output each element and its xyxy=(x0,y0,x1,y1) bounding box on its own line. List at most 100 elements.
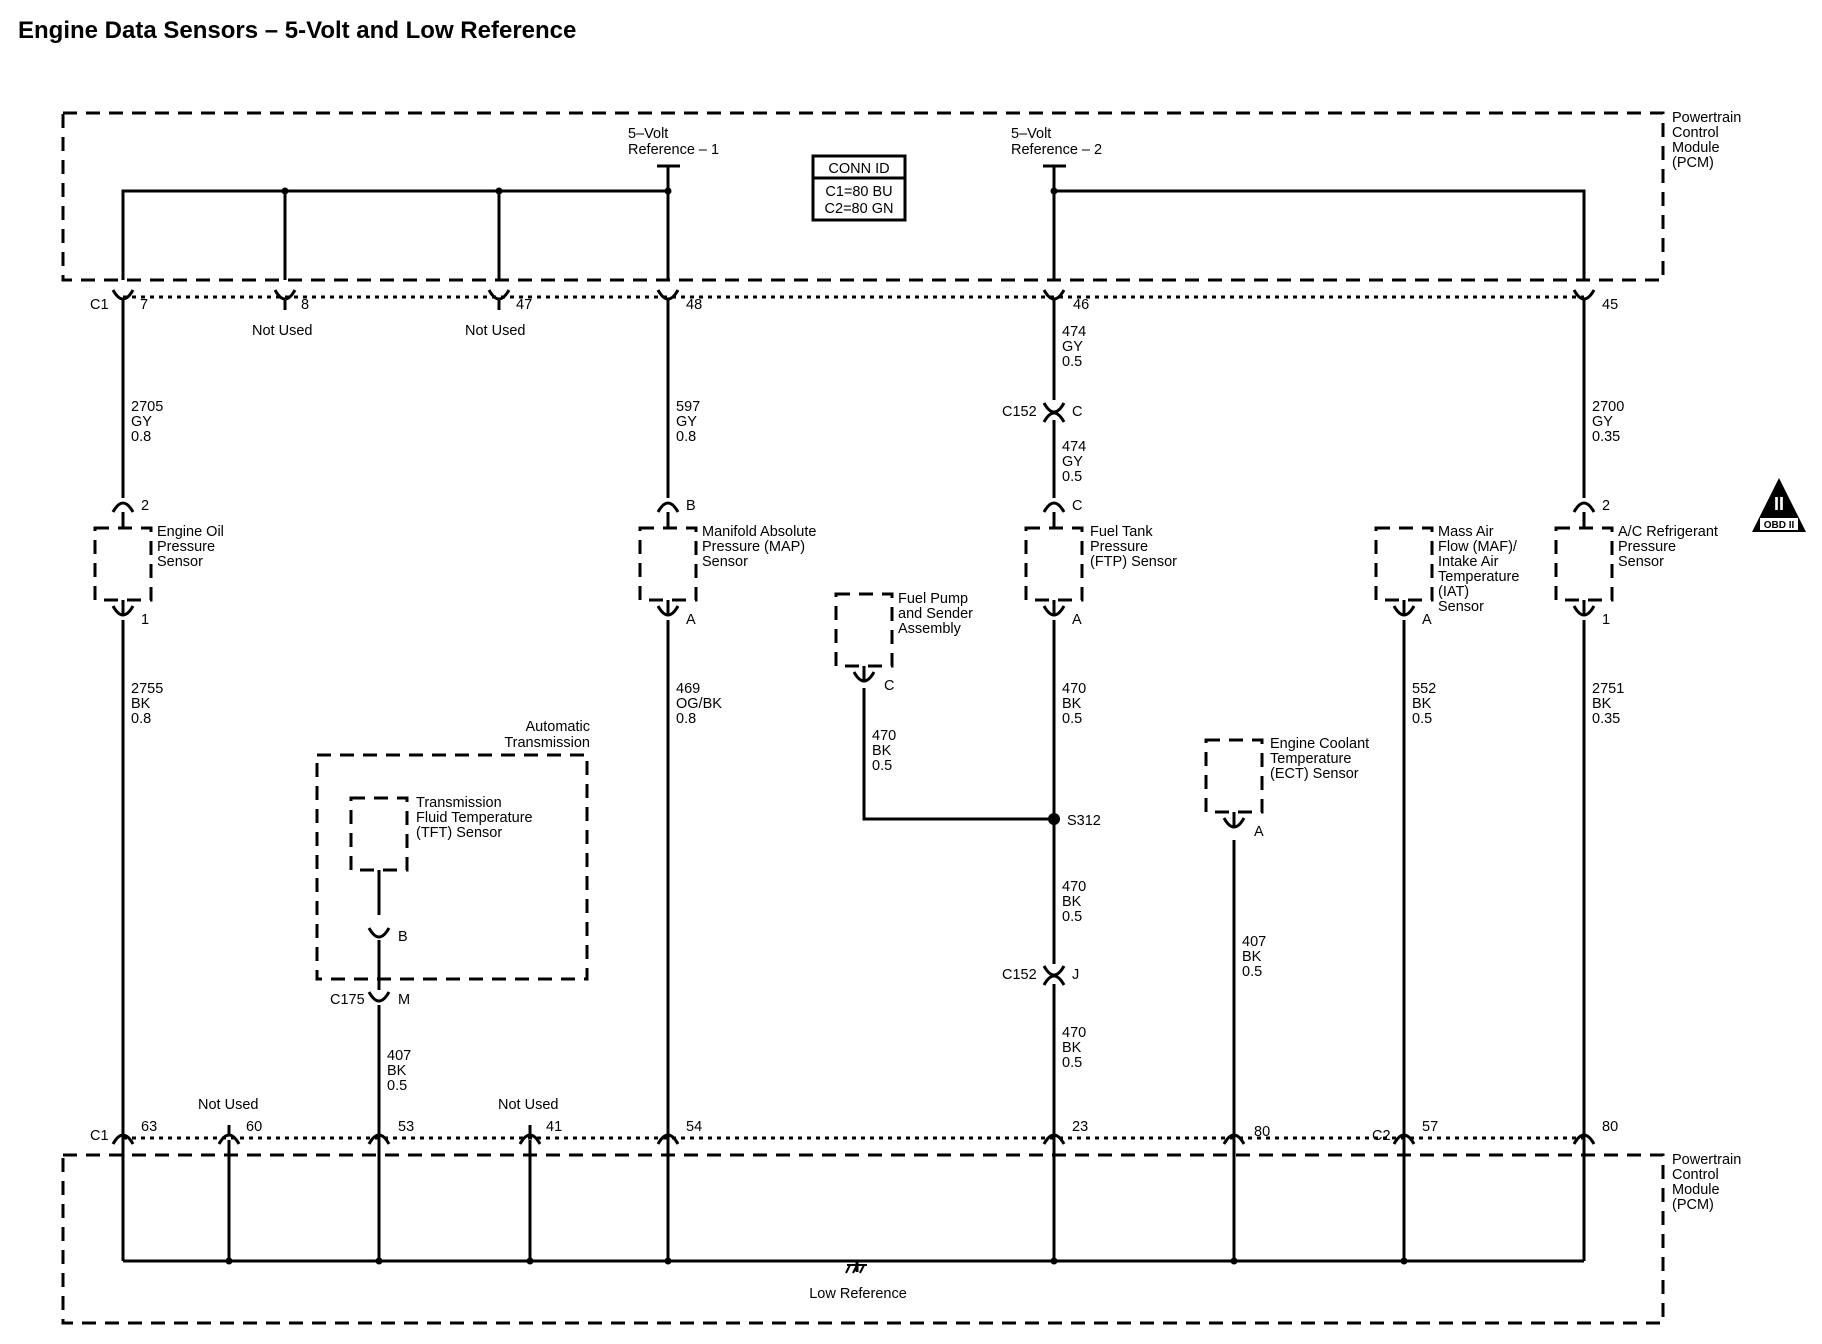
svg-text:2: 2 xyxy=(1602,498,1610,514)
top-pin-45: 45 xyxy=(1572,289,1618,313)
svg-text:Sensor: Sensor xyxy=(1438,599,1484,615)
fuel-pump-sender-assembly: C Fuel Pump and Sender Assembly xyxy=(834,591,973,694)
not-used-label: Not Used xyxy=(465,323,525,339)
svg-text:BK: BK xyxy=(1592,696,1612,712)
svg-text:Powertrain: Powertrain xyxy=(1672,110,1741,126)
ftp-sensor: C A Fuel Tank Pressure (FTP) Sensor xyxy=(1024,498,1177,628)
svg-text:Automatic: Automatic xyxy=(526,719,590,735)
svg-text:M: M xyxy=(398,992,410,1008)
not-used-label: Not Used xyxy=(498,1097,558,1113)
automatic-transmission: Automatic Transmission xyxy=(315,719,590,981)
svg-text:BK: BK xyxy=(872,743,892,759)
svg-text:Transmission: Transmission xyxy=(504,735,590,751)
wire-label-tft: 407 BK 0.5 xyxy=(387,1048,411,1094)
svg-text:OBD II: OBD II xyxy=(1764,520,1795,531)
svg-text:A: A xyxy=(1072,612,1082,628)
svg-text:BK: BK xyxy=(1062,696,1082,712)
svg-text:Assembly: Assembly xyxy=(898,621,962,637)
conn-id-heading: CONN ID xyxy=(828,161,889,177)
bus-junction xyxy=(495,187,503,195)
svg-text:80: 80 xyxy=(1254,1124,1270,1140)
svg-text:Pressure: Pressure xyxy=(157,539,215,555)
svg-text:46: 46 xyxy=(1073,297,1089,313)
c152-pin-j: C152 J xyxy=(1002,965,1079,986)
ect-sensor: A Engine Coolant Temperature (ECT) Senso… xyxy=(1204,736,1369,840)
wire-label-map-top: 597 GY 0.8 xyxy=(676,399,700,445)
svg-text:(PCM): (PCM) xyxy=(1672,1197,1714,1213)
ac-refrigerant-pressure-sensor: 2 1 A/C Refrigerant Pressure Sensor xyxy=(1554,498,1718,628)
svg-text:GY: GY xyxy=(131,414,152,430)
svg-text:0.5: 0.5 xyxy=(1062,1055,1082,1071)
svg-text:(PCM): (PCM) xyxy=(1672,155,1714,171)
bottom-pin-54: 54 xyxy=(656,1119,702,1145)
svg-text:(ECT) Sensor: (ECT) Sensor xyxy=(1270,766,1359,782)
svg-text:8: 8 xyxy=(301,297,309,313)
svg-text:0.5: 0.5 xyxy=(1412,711,1432,727)
bottom-c1-label: C1 xyxy=(90,1128,109,1144)
wire-label-ftp-top1: 474 GY 0.5 xyxy=(1062,324,1086,370)
c152-pin-c: C152 C xyxy=(1002,402,1082,423)
page-title: Engine Data Sensors – 5-Volt and Low Ref… xyxy=(18,17,576,44)
wire-label-oil-bot: 2755 BK 0.8 xyxy=(131,681,163,727)
svg-text:0.35: 0.35 xyxy=(1592,711,1620,727)
svg-text:Pressure: Pressure xyxy=(1090,539,1148,555)
svg-text:2755: 2755 xyxy=(131,681,163,697)
wire-label-ac-bot: 2751 BK 0.35 xyxy=(1592,681,1624,727)
pcm-bottom-label: Powertrain Control Module (PCM) xyxy=(1672,1152,1741,1213)
wire-label-oil-top: 2705 GY 0.8 xyxy=(131,399,163,445)
svg-text:0.5: 0.5 xyxy=(1062,469,1082,485)
svg-text:C: C xyxy=(884,678,894,694)
svg-text:54: 54 xyxy=(686,1119,702,1135)
svg-text:BK: BK xyxy=(1062,1040,1082,1056)
svg-text:47: 47 xyxy=(516,297,532,313)
svg-text:Reference – 1: Reference – 1 xyxy=(628,142,719,158)
wire-label-maf: 552 BK 0.5 xyxy=(1412,681,1436,727)
svg-text:41: 41 xyxy=(546,1119,562,1135)
bottom-pin-53: 53 xyxy=(367,1119,414,1145)
wire-label-ac-top: 2700 GY 0.35 xyxy=(1592,399,1624,445)
svg-text:2751: 2751 xyxy=(1592,681,1624,697)
reference-1-label: 5–Volt Reference – 1 xyxy=(628,126,719,158)
svg-text:Transmission: Transmission xyxy=(416,795,502,811)
svg-text:Engine Oil: Engine Oil xyxy=(157,524,224,540)
svg-text:23: 23 xyxy=(1072,1119,1088,1135)
svg-text:Intake Air: Intake Air xyxy=(1438,554,1499,570)
svg-text:0.5: 0.5 xyxy=(1062,354,1082,370)
svg-text:and Sender: and Sender xyxy=(898,606,973,622)
svg-text:Control: Control xyxy=(1672,125,1719,141)
svg-text:Fluid Temperature: Fluid Temperature xyxy=(416,810,533,826)
svg-text:Powertrain: Powertrain xyxy=(1672,1152,1741,1168)
ref2-bus xyxy=(1052,166,1586,280)
svg-text:5–Volt: 5–Volt xyxy=(628,126,668,142)
svg-text:63: 63 xyxy=(141,1119,157,1135)
svg-text:2705: 2705 xyxy=(131,399,163,415)
bus-junction xyxy=(664,187,672,195)
wire-label-ftp-bot1: 470 BK 0.5 xyxy=(1062,681,1086,727)
maf-iat-sensor: A Mass Air Flow (MAF)/ Intake Air Temper… xyxy=(1374,524,1519,628)
bottom-pin-63: 63 xyxy=(111,1119,157,1145)
low-reference-bus xyxy=(121,1140,1586,1265)
svg-text:53: 53 xyxy=(398,1119,414,1135)
svg-text:Temperature: Temperature xyxy=(1438,569,1519,585)
svg-text:469: 469 xyxy=(676,681,700,697)
svg-text:Fuel Tank: Fuel Tank xyxy=(1090,524,1153,540)
wire-label-ftp-bot2: 470 BK 0.5 xyxy=(1062,879,1086,925)
svg-text:Engine Coolant: Engine Coolant xyxy=(1270,736,1369,752)
bottom-pin-23: 23 xyxy=(1042,1119,1088,1145)
svg-text:BK: BK xyxy=(1242,949,1262,965)
svg-text:Module: Module xyxy=(1672,140,1720,156)
svg-text:470: 470 xyxy=(1062,879,1086,895)
svg-text:GY: GY xyxy=(1062,454,1083,470)
bus-junction xyxy=(281,187,289,195)
svg-text:(IAT): (IAT) xyxy=(1438,584,1469,600)
pcm-bottom-box xyxy=(61,1153,1665,1325)
svg-text:Flow (MAF)/: Flow (MAF)/ xyxy=(1438,539,1518,555)
svg-text:B: B xyxy=(398,929,408,945)
svg-text:C152: C152 xyxy=(1002,404,1037,420)
wire-label-ftp-bot3: 470 BK 0.5 xyxy=(1062,1025,1086,1071)
svg-text:0.8: 0.8 xyxy=(131,711,151,727)
svg-text:407: 407 xyxy=(387,1048,411,1064)
bottom-pin-80-c2: 80 xyxy=(1572,1119,1618,1145)
svg-text:Manifold Absolute: Manifold Absolute xyxy=(702,524,816,540)
svg-text:Fuel Pump: Fuel Pump xyxy=(898,591,968,607)
